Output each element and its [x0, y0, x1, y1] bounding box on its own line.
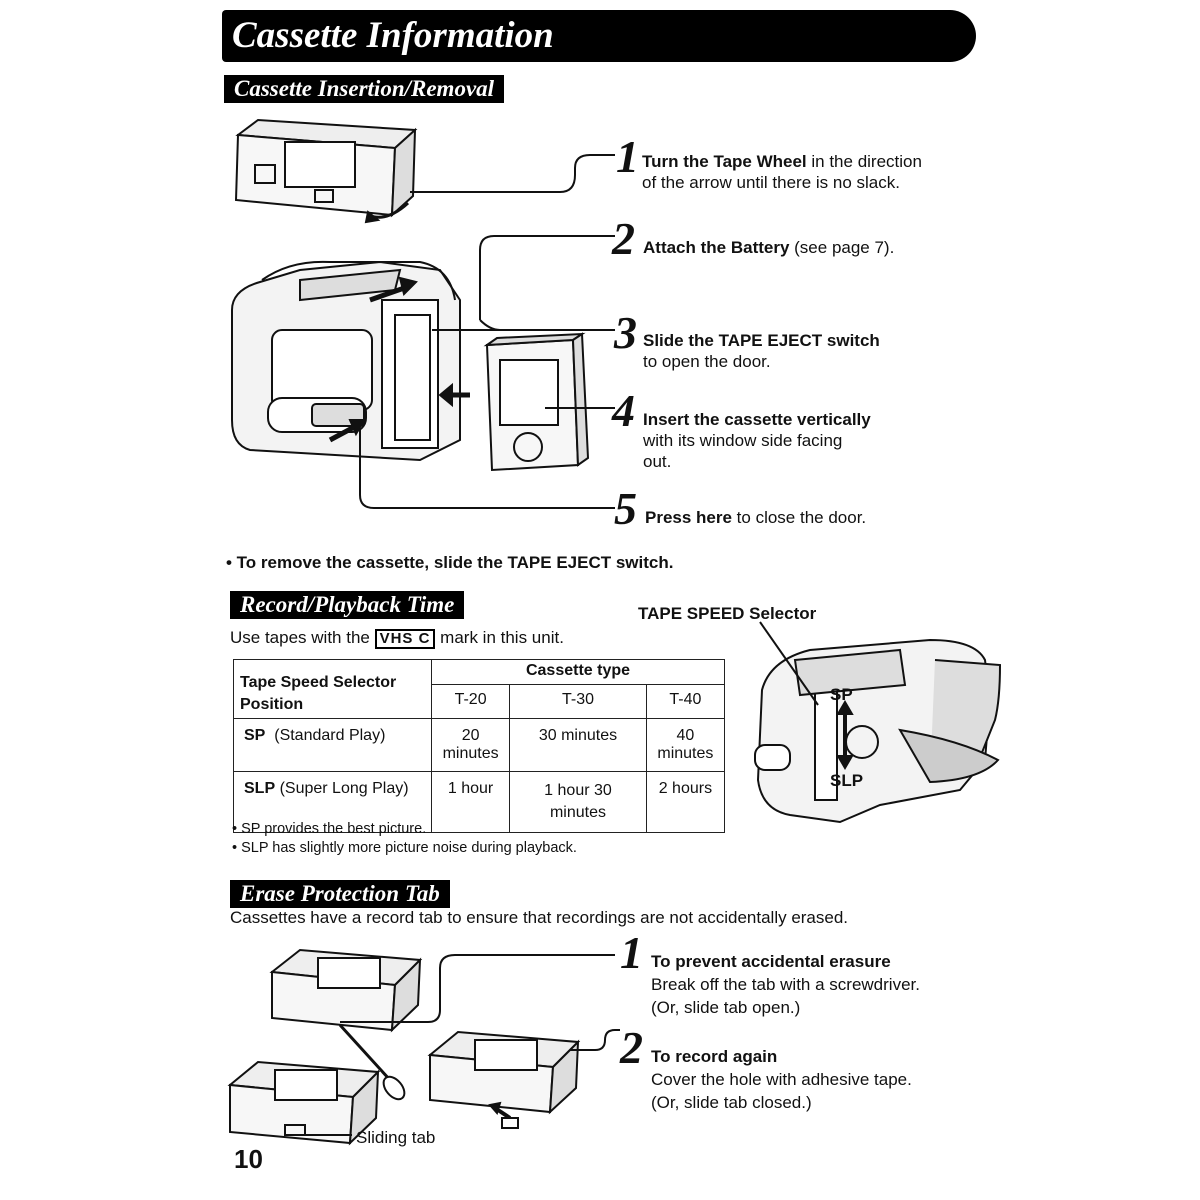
table-row: SLP (Super Long Play) 1 hour 1 hour 30 m…	[233, 771, 726, 833]
step-number-1: 1	[616, 131, 639, 182]
step-5-rest: to close the door.	[731, 508, 867, 527]
row-sp-label: SP (Standard Play)	[233, 718, 432, 772]
step-4-line3: out.	[643, 452, 672, 471]
cassette-illustration-erase-3	[427, 1030, 581, 1129]
step-2-bold: Attach the Battery	[643, 238, 790, 257]
table-row: SP (Standard Play) 20 minutes 30 minutes…	[233, 718, 726, 772]
section-heading-erase: Erase Protection Tab	[230, 880, 450, 908]
step-2-rest: (see page 7).	[789, 238, 895, 257]
type-t30: T-30	[509, 684, 647, 719]
step-1-rest: in the direction	[806, 152, 922, 171]
erase-step-number-2: 2	[620, 1022, 643, 1073]
remove-cassette-note: • To remove the cassette, slide the TAPE…	[226, 553, 674, 572]
sliding-tab-label: Sliding tab	[356, 1128, 436, 1147]
sp-t20: 20 minutes	[430, 718, 511, 772]
step-1-bold: Turn the Tape Wheel	[642, 152, 807, 171]
slp-label: SLP	[830, 771, 864, 790]
step-4-line2: with its window side facing	[643, 431, 843, 450]
step-number-2: 2	[612, 213, 635, 264]
sp-t40: 40 minutes	[645, 718, 726, 772]
step-number-4: 4	[612, 385, 635, 436]
camcorder-illustration	[231, 260, 470, 462]
slp-t30: 1 hour 30 minutes	[509, 771, 647, 833]
mode-sp-desc: (Standard Play)	[274, 727, 386, 744]
erase-step-1-line3: (Or, slide tab open.)	[651, 998, 801, 1017]
cassette-illustration-erase-2	[227, 1060, 381, 1146]
erase-step-1-line2: Break off the tab with a screwdriver.	[651, 975, 920, 994]
step-number-3: 3	[614, 307, 637, 358]
slp-t20: 1 hour	[430, 771, 511, 833]
insertion-step-3: Slide the TAPE EJECT switch to open the …	[643, 330, 880, 372]
sp-label: SP	[830, 685, 853, 704]
col-header-position: Tape Speed Selector Position	[233, 659, 432, 719]
mode-slp-desc: (Super Long Play)	[279, 780, 409, 797]
sp-t30: 30 minutes	[509, 718, 647, 772]
insertion-step-5: Press here to close the door.	[645, 507, 866, 528]
table-header-row: Tape Speed Selector Position Cassette ty…	[233, 658, 725, 719]
cassette-illustration-vertical	[483, 332, 590, 472]
slp-t40: 2 hours	[645, 771, 726, 833]
mode-slp: SLP	[244, 780, 276, 797]
type-t20: T-20	[430, 684, 511, 719]
insertion-step-2: Attach the Battery (see page 7).	[643, 237, 894, 258]
vhs-c-mark: VHS C	[374, 628, 436, 649]
erase-step-2-title: To record again	[651, 1047, 778, 1066]
step-5-bold: Press here	[645, 508, 732, 527]
step-3-line2: to open the door.	[643, 352, 771, 371]
vhs-intro-before: Use tapes with the	[230, 628, 370, 647]
row-slp-label: SLP (Super Long Play)	[233, 771, 432, 833]
page-title: Cassette Information	[232, 15, 554, 56]
step-1-line2: of the arrow until there is no slack.	[642, 173, 900, 192]
note-slp: • SLP has slightly more picture noise du…	[232, 840, 577, 856]
note-sp: • SP provides the best picture.	[232, 821, 427, 837]
record-time-table: Tape Speed Selector Position Cassette ty…	[233, 658, 726, 833]
mode-sp: SP	[244, 727, 266, 744]
vhs-intro: Use tapes with the VHS C mark in this un…	[230, 627, 564, 649]
page-number: 10	[234, 1144, 263, 1174]
erase-step-number-1: 1	[620, 927, 643, 978]
insertion-step-1: Turn the Tape Wheel in the direction of …	[642, 151, 922, 193]
vhs-intro-after: mark in this unit.	[440, 628, 564, 647]
cassette-illustration-top	[234, 118, 418, 224]
cassette-illustration-erase-1	[269, 948, 423, 1101]
insertion-step-4: Insert the cassette vertically with its …	[643, 409, 871, 472]
erase-step-2-line3: (Or, slide tab closed.)	[651, 1093, 812, 1112]
erase-step-1-title: To prevent accidental erasure	[651, 952, 891, 971]
title-banner	[222, 10, 976, 62]
erase-step-2-line2: Cover the hole with adhesive tape.	[651, 1070, 912, 1089]
step-number-5: 5	[614, 483, 637, 534]
section-heading-record: Record/Playback Time	[230, 591, 465, 619]
table-type-row: T-20 T-30 T-40	[234, 684, 726, 719]
section-heading-insertion: Cassette Insertion/Removal	[224, 75, 505, 103]
col-header-cassette-type: Cassette type	[431, 658, 725, 686]
step-4-bold: Insert the cassette vertically	[643, 410, 871, 429]
type-t40: T-40	[645, 684, 726, 719]
tape-speed-selector-label: TAPE SPEED Selector	[638, 604, 817, 623]
erase-intro: Cassettes have a record tab to ensure th…	[230, 908, 849, 927]
step-3-bold: Slide the TAPE EJECT switch	[643, 331, 880, 350]
camcorder-speed-selector-illustration	[754, 638, 1002, 824]
erase-step-2: To record again Cover the hole with adhe…	[651, 1045, 912, 1114]
erase-step-1: To prevent accidental erasure Break off …	[651, 950, 920, 1019]
